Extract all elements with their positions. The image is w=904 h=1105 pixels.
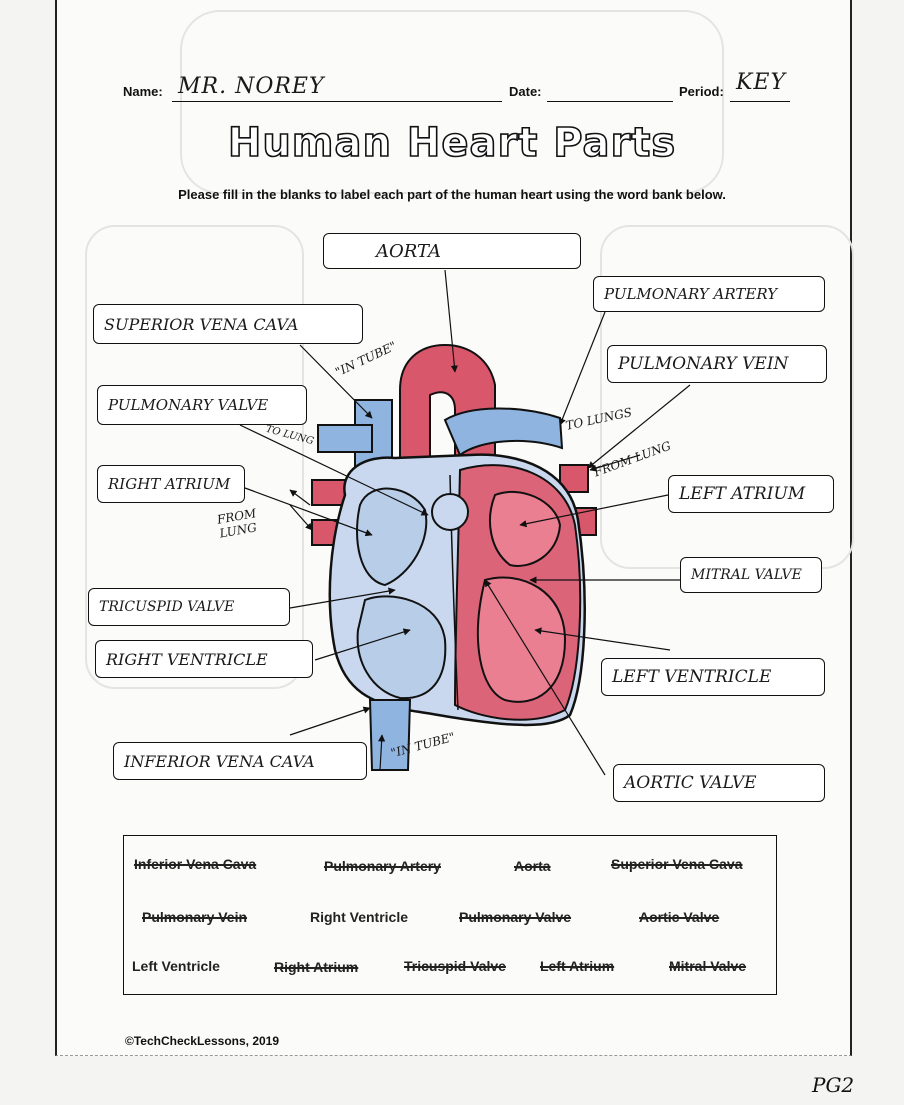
aorta-shape	[399, 343, 496, 471]
inferior-vena-cava-shape	[368, 699, 412, 771]
label-pulmonary-artery[interactable]: PULMONARY ARTERY	[593, 276, 825, 312]
word-right-ventricle: Right Ventricle	[310, 909, 409, 925]
word-superior-vena-cava: Superior Vena Cava	[611, 856, 743, 872]
label-right-ventricle[interactable]: RIGHT VENTRICLE	[95, 640, 313, 678]
label-mitral-valve[interactable]: MITRAL VALVE	[680, 557, 822, 593]
name-field-line	[172, 101, 502, 102]
pointer-aorta	[444, 269, 458, 373]
background-watermark	[180, 10, 724, 194]
word-pulmonary-valve: Pulmonary Valve	[459, 909, 572, 925]
copyright: ©TechCheckLessons, 2019	[125, 1034, 280, 1048]
label-aorta[interactable]: AORTA	[323, 233, 581, 269]
pointer-right-ventricle	[314, 628, 411, 661]
pointer-left-ventricle	[534, 627, 671, 651]
right-atrium-chamber	[356, 487, 428, 587]
aortic-root	[431, 493, 469, 531]
label-right-atrium[interactable]: RIGHT ATRIUM	[97, 465, 245, 503]
label-left-ventricle[interactable]: LEFT VENTRICLE	[601, 658, 825, 696]
pointer-inferior-vena-cava	[289, 706, 371, 736]
word-right-atrium: Right Atrium	[274, 959, 359, 975]
date-field-line[interactable]	[547, 101, 673, 102]
word-aorta: Aorta	[514, 858, 551, 874]
label-inferior-vena-cava[interactable]: INFERIOR VENA CAVA	[113, 742, 367, 780]
period-value[interactable]: KEY	[736, 70, 787, 95]
pointer-from-lung-2	[289, 504, 313, 531]
date-label: Date:	[509, 84, 542, 99]
word-left-ventricle: Left Ventricle	[132, 958, 220, 974]
left-atrium-chamber	[489, 490, 562, 567]
pointer-aortic-valve	[484, 579, 606, 776]
name-label: Name:	[123, 84, 163, 99]
word-left-atrium: Left Atrium	[540, 958, 615, 974]
pointer-tricuspid-valve	[289, 587, 396, 609]
word-inferior-vena-cava: Inferior Vena Cava	[134, 856, 257, 872]
pointer-pulmonary-artery	[559, 311, 606, 426]
word-aortic-valve: Aortic Valve	[639, 909, 720, 925]
instructions: Please fill in the blanks to label each …	[178, 187, 726, 202]
background-watermark	[85, 225, 304, 689]
period-label: Period:	[679, 84, 724, 99]
word-mitral-valve: Mitral Valve	[669, 958, 747, 974]
pointer-left-atrium	[519, 494, 669, 528]
word-pulmonary-vein: Pulmonary Vein	[142, 909, 248, 925]
word-bank: Inferior Vena Cava Pulmonary Artery Aort…	[123, 835, 777, 995]
word-pulmonary-artery: Pulmonary Artery	[324, 858, 441, 874]
label-tricuspid-valve[interactable]: TRICUSPID VALVE	[88, 588, 290, 626]
pointer-right-atrium	[244, 487, 373, 537]
label-pulmonary-vein[interactable]: PULMONARY VEIN	[607, 345, 827, 383]
label-pulmonary-valve[interactable]: PULMONARY VALVE	[97, 385, 307, 425]
pointer-from-lung-1	[289, 489, 311, 506]
pointer-superior-vena-cava	[299, 344, 373, 419]
period-field-line	[730, 101, 790, 102]
label-aortic-valve[interactable]: AORTIC VALVE	[613, 764, 825, 802]
label-left-atrium[interactable]: LEFT ATRIUM	[668, 475, 834, 513]
pulmonary-artery-shape	[443, 407, 564, 457]
pulmonary-artery-left-shape	[317, 424, 373, 453]
name-value[interactable]: MR. NOREY	[178, 74, 325, 99]
pointer-from-lung-right	[589, 454, 641, 472]
page-title: Human Heart Parts	[227, 119, 677, 167]
right-ventricle-chamber	[356, 595, 447, 700]
page-mark: PG2	[812, 1073, 855, 1097]
pointer-in-tube-bottom	[378, 734, 386, 771]
word-tricuspid-valve: Tricuspid Valve	[404, 958, 506, 974]
label-superior-vena-cava[interactable]: SUPERIOR VENA CAVA	[93, 304, 363, 344]
pointer-pulmonary-vein	[587, 384, 691, 469]
pointer-pulmonary-valve	[239, 424, 429, 516]
